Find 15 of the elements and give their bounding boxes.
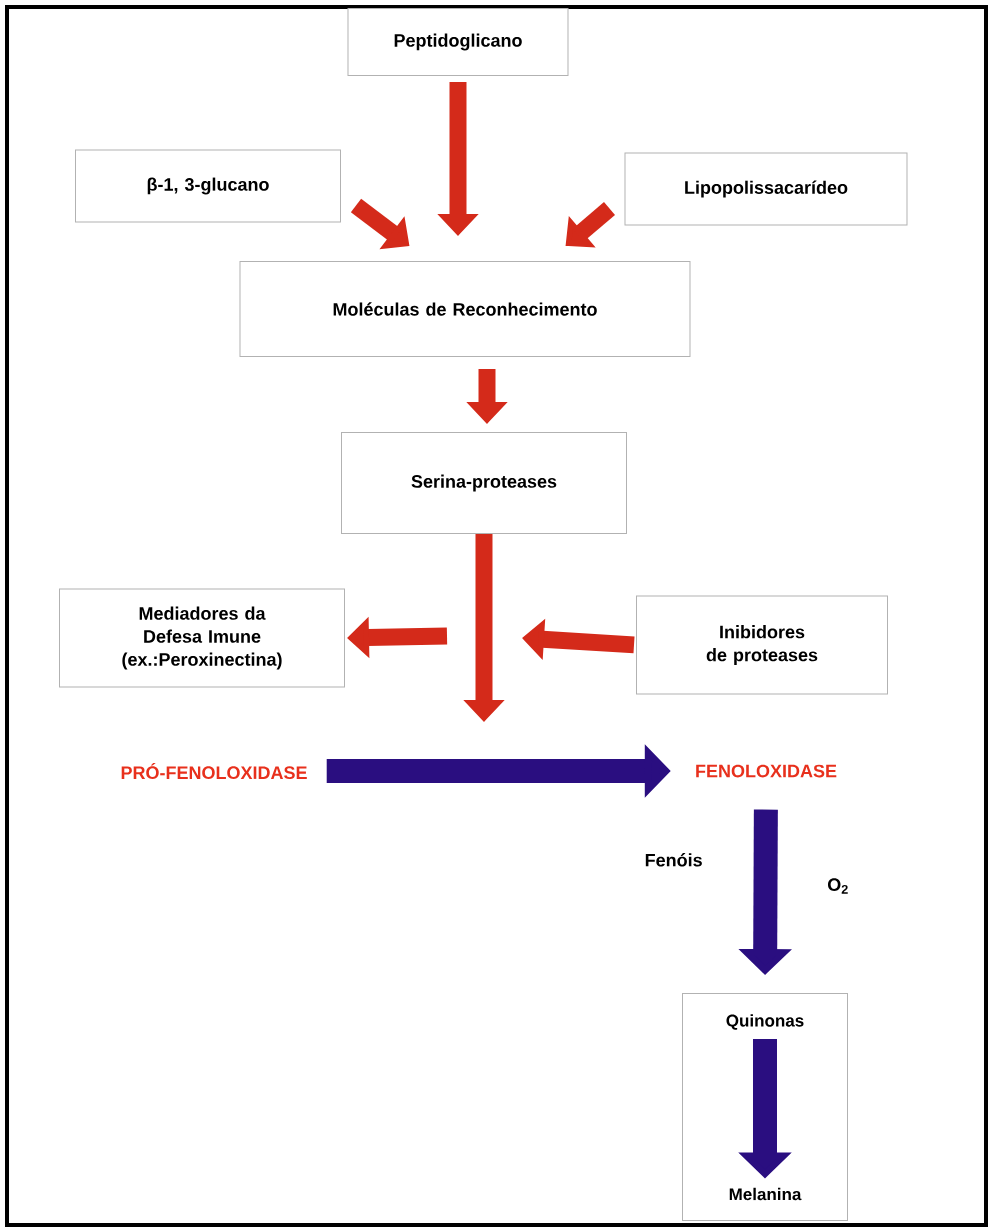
- process-box: Peptidoglicano: [347, 8, 569, 76]
- arrow: [565, 202, 615, 248]
- enzyme-label: PRÓ-FENOLOXIDASE: [121, 762, 307, 780]
- enzyme-label: FENOLOXIDASE: [696, 764, 837, 778]
- process-box: Serina-proteases: [341, 432, 627, 534]
- product-box: [682, 993, 848, 1221]
- process-box: Inibidores de proteases: [636, 595, 888, 695]
- product-label: Melanina: [729, 1187, 802, 1201]
- process-box: Moléculas de Reconhecimento: [239, 261, 691, 357]
- process-box: Lipopolissacarídeo: [624, 152, 908, 226]
- process-box: β-1, 3-glucano: [75, 149, 341, 223]
- edge-label: Fenóis: [642, 851, 705, 869]
- product-label: Quinonas: [726, 1014, 804, 1030]
- process-box: Mediadores da Defesa Imune (ex.:Peroxinectina): [59, 588, 345, 688]
- formula-label: O$_{2}$: [828, 878, 848, 894]
